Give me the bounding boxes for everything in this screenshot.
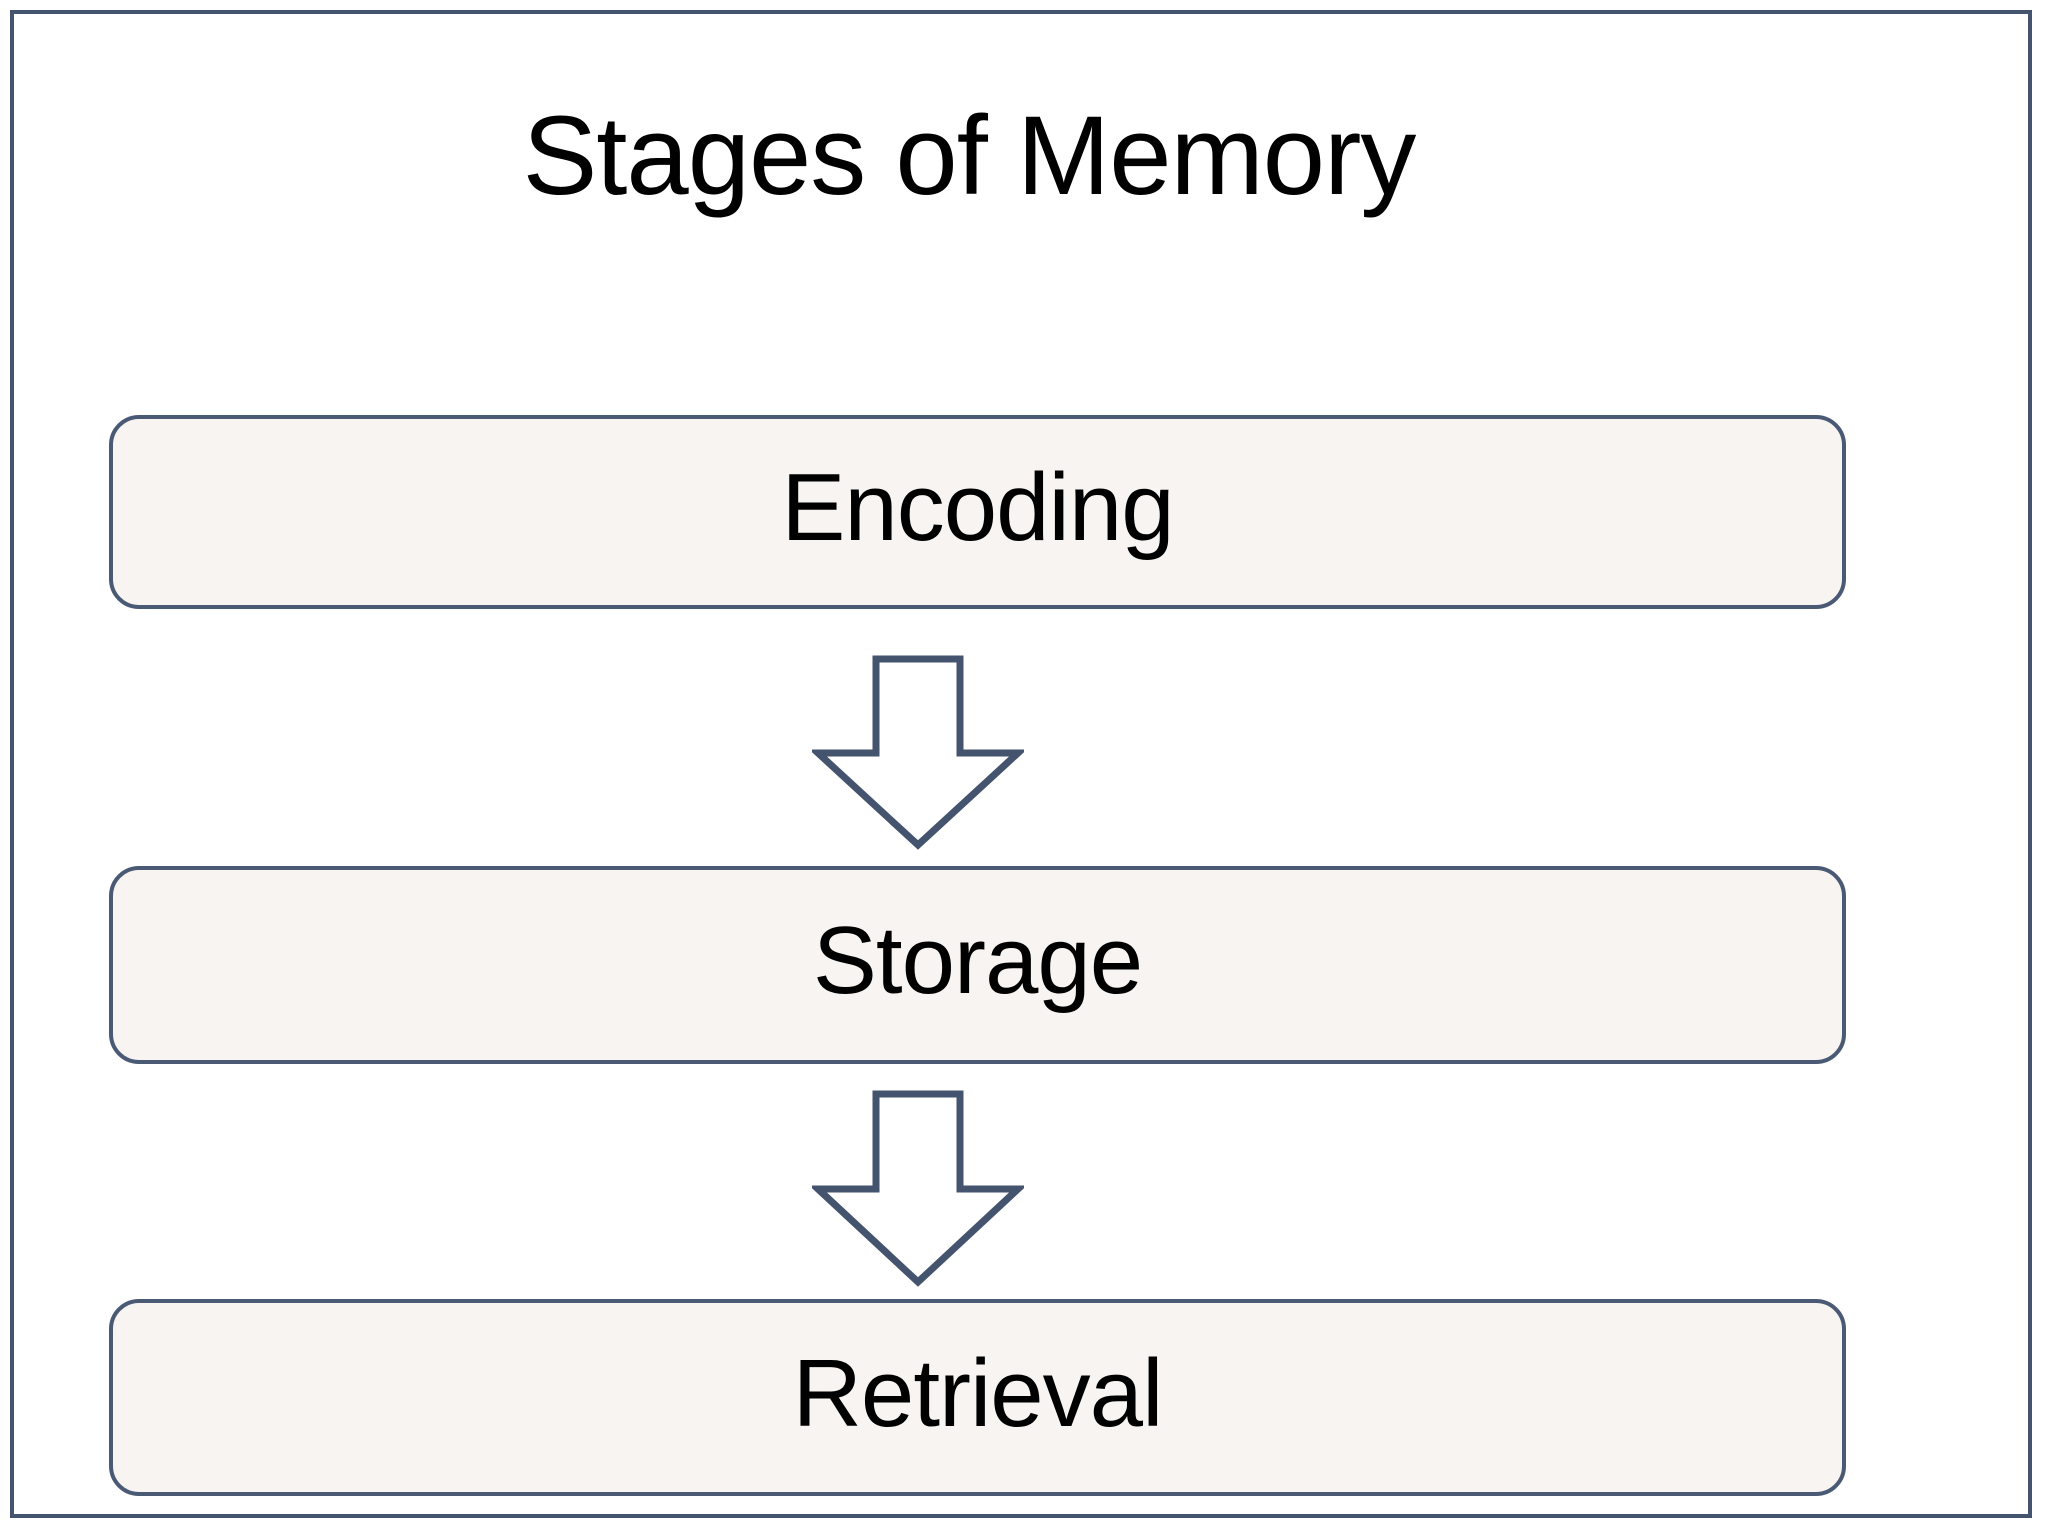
diagram-frame: Stages of Memory Encoding Storage Retrie… bbox=[10, 10, 2032, 1518]
stage-box-storage[interactable]: Storage bbox=[109, 866, 1846, 1064]
down-arrow-icon bbox=[812, 1090, 1024, 1288]
stage-label: Encoding bbox=[781, 454, 1174, 561]
down-arrow-shape bbox=[812, 1090, 1024, 1287]
down-arrow-shape bbox=[812, 655, 1024, 850]
page-title: Stages of Memory bbox=[522, 93, 1417, 218]
stage-label: Storage bbox=[812, 907, 1143, 1014]
stage-box-encoding[interactable]: Encoding bbox=[109, 415, 1846, 609]
down-arrow-icon bbox=[812, 655, 1024, 851]
stage-box-retrieval[interactable]: Retrieval bbox=[109, 1299, 1846, 1496]
stage-label: Retrieval bbox=[792, 1339, 1164, 1447]
